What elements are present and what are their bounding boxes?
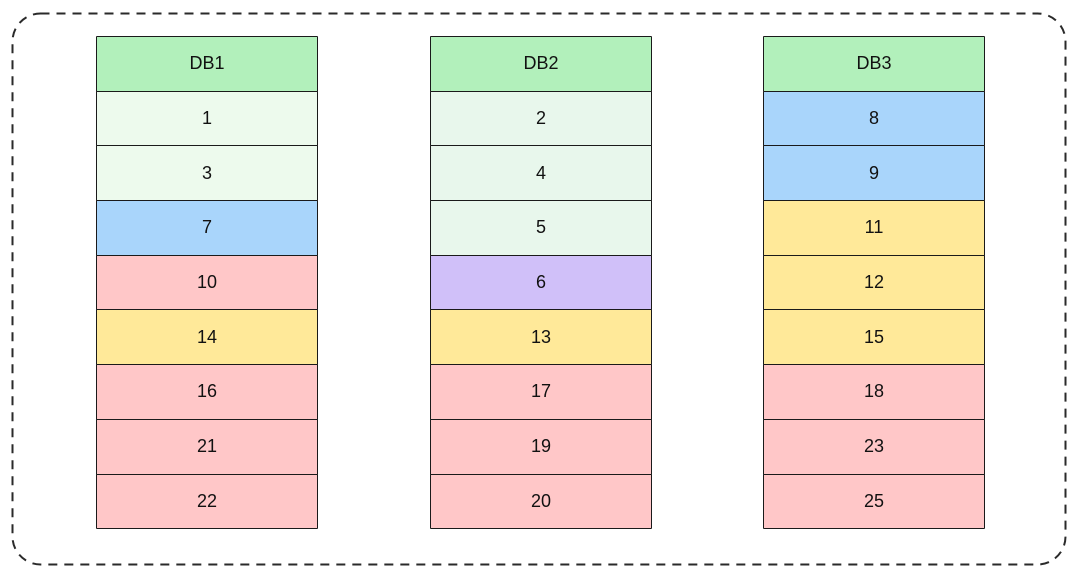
shard-cell: 12 [763,254,985,311]
shard-cell: 5 [430,200,652,256]
shard-id-label: 3 [201,162,212,183]
shard-cell: 7 [96,200,318,256]
shard-id-label: 7 [201,217,212,238]
shard-id-label: 19 [530,436,552,457]
shard-id-label: 9 [868,162,879,183]
shard-id-label: 8 [868,108,879,129]
shard-cell: 6 [430,254,652,311]
db-header: DB1 [96,36,318,92]
shard-id-label: 17 [530,381,552,402]
db-header: DB2 [430,36,652,92]
shard-id-label: 11 [864,217,884,238]
dashed-border [11,12,1067,566]
db-header: DB3 [763,36,985,92]
shard-cell: 20 [430,473,652,530]
shard-cell: 21 [96,418,318,475]
db3-column: DB3 8 9 11 12 15 18 23 25 [763,36,985,530]
shard-id-label: 25 [863,490,885,511]
shard-cell: 18 [763,364,985,420]
shard-cell: 22 [96,473,318,530]
shard-id-label: 4 [535,162,546,183]
shard-cell: 1 [96,90,318,147]
shard-id-label: 10 [196,272,218,293]
shard-id-label: 15 [863,326,885,347]
shard-id-label: 22 [196,490,218,511]
shard-cell: 3 [96,145,318,202]
shard-id-label: 12 [863,272,885,293]
shard-cell: 23 [763,418,985,475]
shard-id-label: 2 [535,108,546,129]
shard-cell: 16 [96,364,318,420]
shard-cell: 11 [763,200,985,256]
shard-cell: 25 [763,473,985,530]
shard-id-label: 20 [530,490,552,511]
shard-cell: 13 [430,309,652,366]
shard-cell: 14 [96,309,318,366]
shard-cell: 9 [763,145,985,202]
db-title: DB2 [523,53,559,74]
shard-id-label: 13 [530,326,552,347]
shard-id-label: 6 [535,272,546,293]
dashed-container [11,12,1067,566]
shard-cell: 17 [430,364,652,420]
shard-id-label: 14 [196,326,218,347]
db2-column: DB2 2 4 5 6 13 17 19 20 [430,36,652,530]
shard-cell: 10 [96,254,318,311]
shard-id-label: 16 [196,381,218,402]
db-title: DB3 [856,53,892,74]
shard-id-label: 1 [201,108,212,129]
shard-cell: 8 [763,90,985,147]
shard-cell: 2 [430,90,652,147]
shard-id-label: 23 [863,436,885,457]
db-title: DB1 [189,53,225,74]
shard-cell: 19 [430,418,652,475]
shard-id-label: 5 [535,217,546,238]
db1-column: DB1 1 3 7 10 14 16 21 22 [96,36,318,530]
shard-cell: 15 [763,309,985,366]
shard-cell: 4 [430,145,652,202]
shard-id-label: 21 [196,436,218,457]
shard-id-label: 18 [863,381,885,402]
